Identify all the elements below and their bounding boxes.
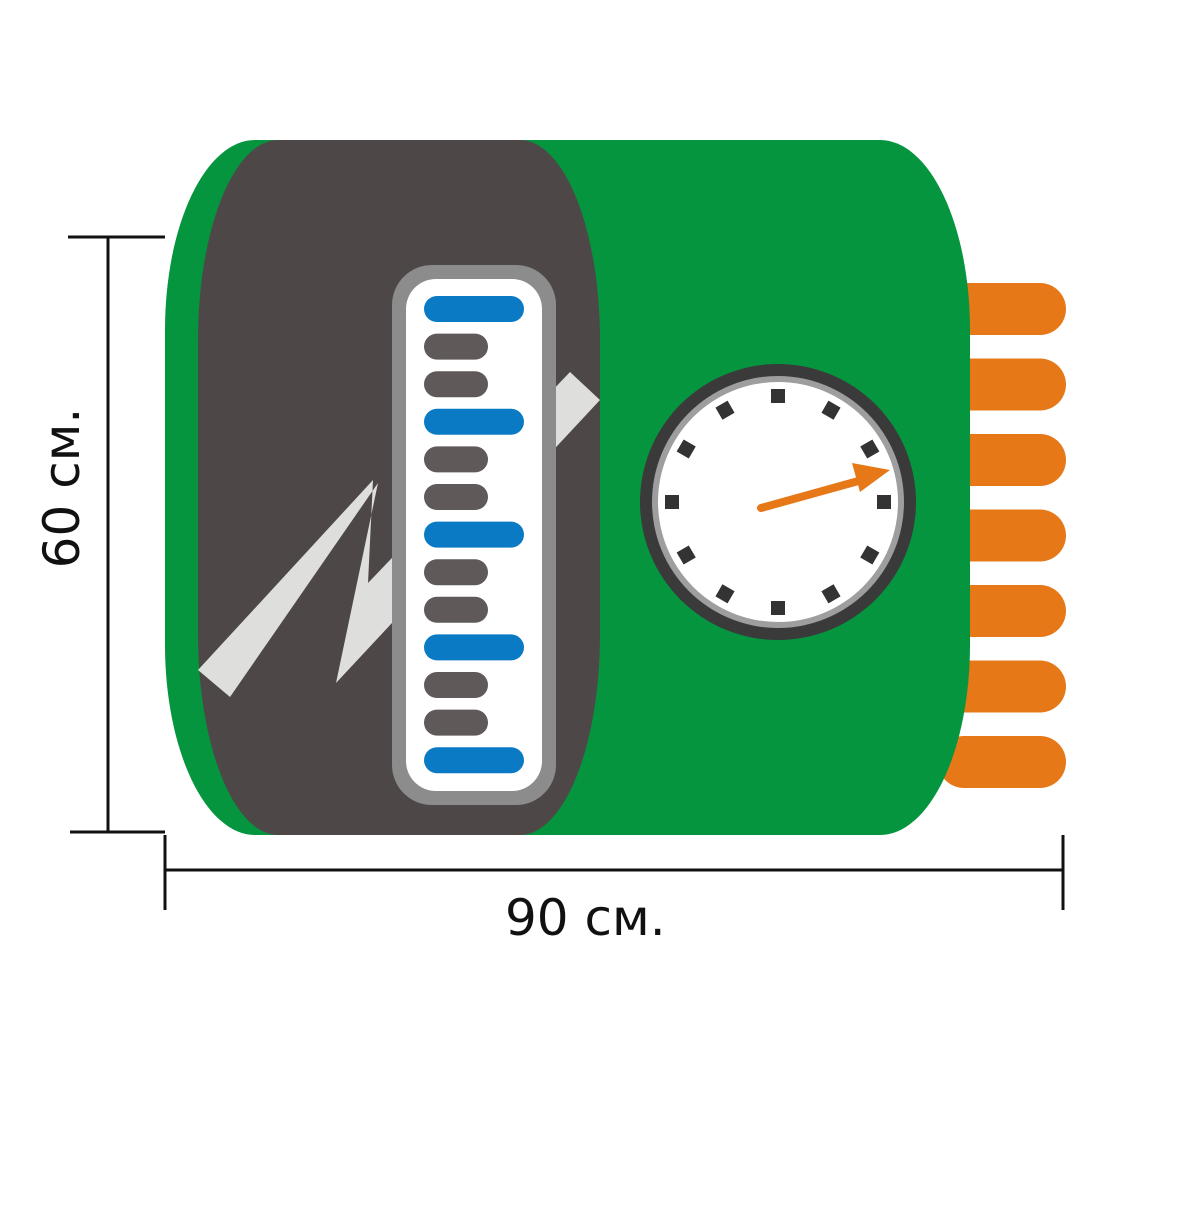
scale-bar-minor bbox=[424, 672, 488, 698]
scale-bar-major bbox=[424, 634, 524, 661]
gauge-tick bbox=[860, 545, 880, 565]
scale-bar-minor bbox=[424, 371, 488, 398]
scale-bar-minor bbox=[424, 333, 488, 360]
gauge-tick bbox=[771, 601, 785, 615]
scale-bar-minor bbox=[424, 596, 488, 623]
gauge-tick bbox=[676, 545, 696, 565]
scale-bar-major bbox=[424, 521, 524, 548]
scale-bar-minor bbox=[424, 709, 488, 736]
gauge-needle bbox=[757, 476, 866, 512]
gauge-tick bbox=[676, 439, 696, 459]
scale-bar-minor bbox=[424, 559, 488, 586]
width-dimension-label: 90 см. bbox=[505, 889, 666, 947]
height-dimension-label: 60 см. bbox=[33, 407, 91, 569]
scale-bar-major bbox=[424, 296, 524, 322]
connector-tab bbox=[938, 660, 1066, 713]
scale-bar-major bbox=[424, 408, 524, 435]
connector-tab bbox=[938, 283, 1066, 335]
gauge-tick bbox=[715, 400, 735, 420]
scale-bar-minor bbox=[424, 446, 488, 473]
scale-bars bbox=[424, 296, 524, 774]
gauge-tick bbox=[821, 400, 841, 420]
gauge-tick bbox=[665, 495, 679, 509]
gauge-tick bbox=[715, 584, 735, 604]
gauge-ticks bbox=[665, 389, 891, 615]
scale-bar-minor bbox=[424, 484, 488, 510]
connector-tab bbox=[938, 736, 1066, 788]
gauge-tick bbox=[771, 389, 785, 403]
dimension-lines bbox=[68, 235, 1065, 910]
gauge-needle-head bbox=[852, 463, 890, 492]
gauge-tick bbox=[821, 584, 841, 604]
scale-bar-major bbox=[424, 747, 524, 774]
dial-gauge-icon bbox=[640, 364, 916, 640]
gauge-tick bbox=[877, 495, 891, 509]
gauge-tick bbox=[860, 439, 880, 459]
